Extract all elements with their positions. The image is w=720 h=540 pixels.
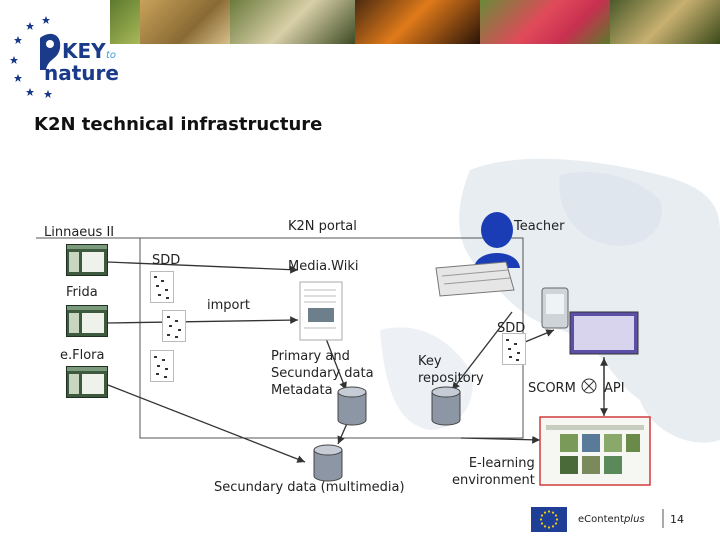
econtent-text: eContent — [578, 514, 624, 525]
econtent-plus-text: plus — [623, 514, 645, 525]
logo-nature-text: nature — [44, 61, 119, 85]
arrow-eflora — [107, 384, 306, 463]
econtent-plus-label: eContentplus — [578, 514, 645, 525]
arrow-portal-elearning — [460, 435, 541, 444]
star-icon — [44, 90, 52, 98]
database-icon — [431, 386, 461, 426]
page-number: 14 — [670, 513, 684, 526]
api-label: API — [604, 381, 625, 396]
sdd-right-label: SDD — [497, 321, 526, 336]
star-icon — [14, 36, 22, 44]
keyboard-icon — [435, 261, 515, 297]
sdd-document-icon — [150, 271, 174, 303]
arrow-frida — [107, 316, 299, 325]
sdd-document-icon — [150, 350, 174, 382]
arrow-linnaeus — [107, 261, 299, 274]
coral-photo — [230, 0, 355, 44]
poppy-photo — [480, 0, 610, 44]
elearning-screenshot — [539, 416, 651, 486]
frida-label: Frida — [66, 285, 98, 300]
sdd-document-icon — [502, 333, 526, 365]
linnaeus-label: Linnaeus II — [44, 225, 115, 240]
butterfly-photo — [355, 0, 480, 44]
star-icon — [26, 88, 34, 96]
primary-metadata-label: Primary and Secundary data Metadata — [271, 349, 374, 398]
arrow-sdd-repo — [451, 311, 513, 391]
eflora-screenshot — [66, 366, 108, 398]
logo-to-text: to — [106, 50, 116, 61]
arrow-sdd-pda — [524, 329, 555, 343]
star-icon — [14, 74, 22, 82]
star-icon — [42, 16, 50, 24]
logo: KEY to nature — [10, 16, 140, 98]
import-label: import — [207, 298, 250, 313]
eflora-label: e.Flora — [60, 348, 105, 363]
star-icon — [10, 56, 18, 64]
frida-screenshot — [66, 305, 108, 337]
monitor-icon — [569, 311, 639, 355]
mediawiki-label: Media.Wiki — [288, 259, 359, 274]
slide-title: K2N technical infrastructure — [34, 114, 323, 135]
sdd-document-icon — [162, 310, 186, 342]
elearning-label: E-learning environment — [452, 456, 535, 488]
pda-icon — [541, 287, 569, 329]
leaves-photo — [110, 0, 140, 44]
scorm-label: SCORM — [528, 381, 576, 396]
secundary-data-label: Secundary data (multimedia) — [214, 480, 405, 495]
logo-emblem: KEY to nature — [10, 16, 119, 98]
database-icon — [313, 444, 343, 482]
eu-flag-icon — [531, 507, 567, 532]
sdd-top-label: SDD — [152, 253, 181, 268]
k2n-portal-label: K2N portal — [288, 219, 357, 234]
logo-key-text: KEY — [62, 39, 106, 63]
star-icon — [26, 22, 34, 30]
photo-banner — [0, 0, 720, 44]
key-repository-label: Key repository — [418, 354, 484, 386]
cheetah-photo — [140, 0, 230, 44]
teacher-label: Teacher — [514, 219, 565, 234]
database-icon — [337, 386, 367, 426]
snake-photo — [610, 0, 720, 44]
linnaeus-screenshot — [66, 244, 108, 276]
mediawiki-page-icon — [299, 281, 343, 341]
